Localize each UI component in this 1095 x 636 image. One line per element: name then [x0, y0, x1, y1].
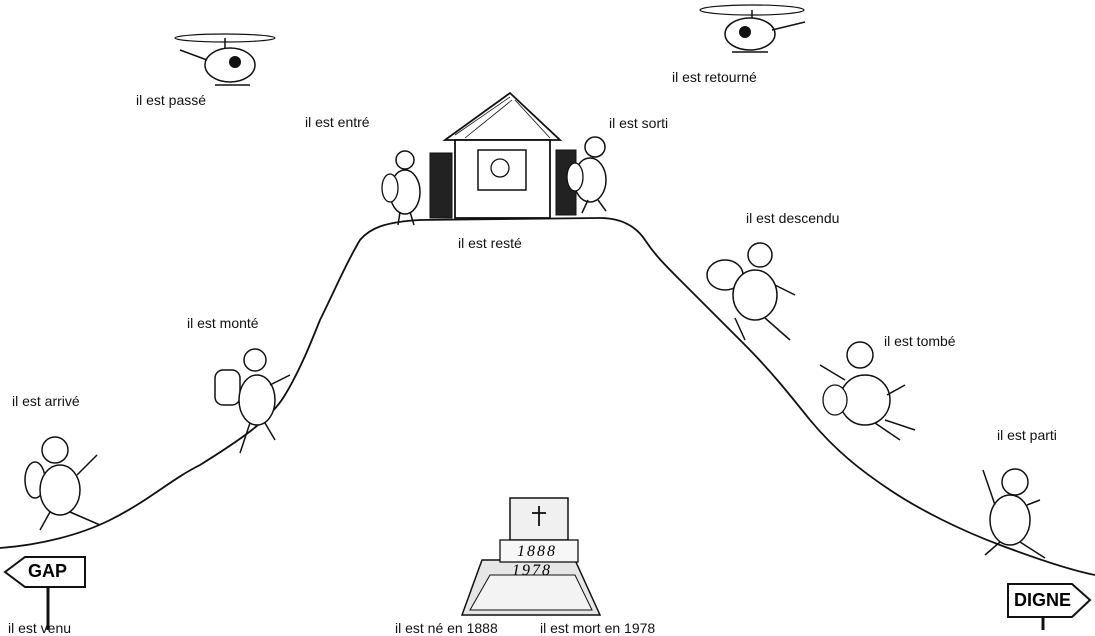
- label-descendu: il est descendu: [746, 210, 840, 226]
- bottom-text-right: il est mort en 1978: [540, 620, 656, 636]
- tombstone-year-death: 1978: [512, 562, 552, 579]
- sign-gap: [3, 556, 86, 630]
- mountain-hut: [429, 91, 577, 219]
- hiker-entre: [381, 150, 421, 226]
- label-arrive: il est arrivé: [12, 393, 80, 409]
- mountain-outline: [0, 217, 1095, 576]
- hiker-descendu: [706, 242, 796, 341]
- sign-gap-text: GAP: [28, 561, 68, 581]
- label-reste: il est resté: [458, 235, 522, 251]
- label-retourne: il est retourné: [672, 69, 757, 85]
- hiker-monte: [214, 348, 291, 454]
- label-sorti: il est sorti: [609, 115, 669, 131]
- label-passe: il est passé: [136, 92, 207, 108]
- hiker-parti: [982, 468, 1046, 559]
- bottom-text-left: il est venu: [8, 620, 72, 636]
- label-entre: il est entré: [305, 114, 370, 130]
- bottom-text-middle: il est né en 1888: [395, 620, 498, 636]
- sign-digne-text: DIGNE: [1014, 590, 1072, 610]
- hiker-arrive: [24, 436, 101, 531]
- helicopter-right: [699, 4, 806, 53]
- tombstone: [460, 497, 602, 616]
- helicopter-left: [174, 33, 276, 86]
- label-tombe: il est tombé: [884, 333, 956, 349]
- label-monte: il est monté: [187, 315, 259, 331]
- sign-digne: [1007, 583, 1092, 630]
- hiker-tombe: [819, 341, 916, 441]
- label-parti: il est parti: [997, 427, 1057, 443]
- hiker-sorti: [566, 136, 607, 214]
- tombstone-year-birth: 1888: [517, 543, 557, 560]
